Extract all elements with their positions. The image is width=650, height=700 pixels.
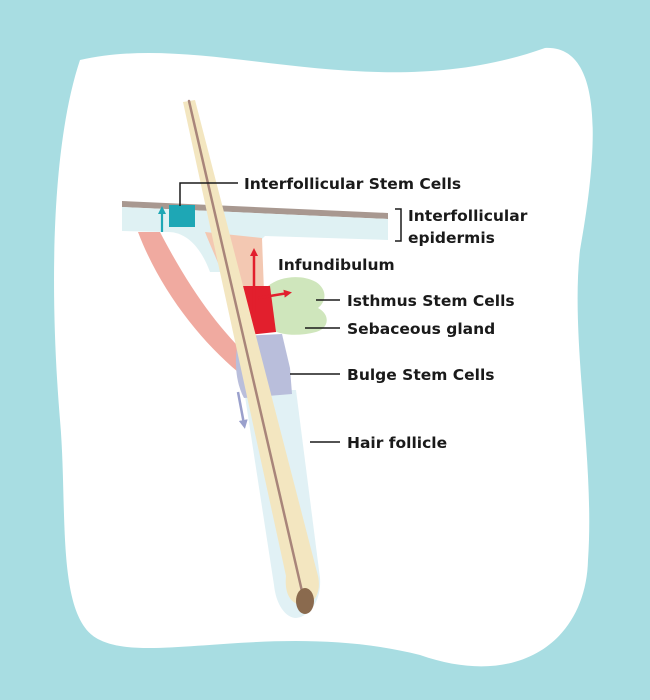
label-epidermis: epidermis (408, 229, 495, 247)
dermal-papilla (296, 588, 314, 614)
hair-core (187, 99, 306, 602)
lavender-down-arrow (236, 391, 248, 429)
label-infundibulum: Infundibulum (278, 256, 395, 274)
background-panel (54, 47, 593, 667)
label-isthmus-stem-cells: Isthmus Stem Cells (347, 292, 515, 310)
sebaceous-gland (264, 277, 327, 335)
label-hair-follicle: Hair follicle (347, 434, 447, 452)
label-interfollicular: Interfollicular (408, 207, 528, 225)
interfollicular-stem-cells-block (169, 205, 195, 227)
leader-interfollicular-stem-cells (179, 182, 238, 206)
label-interfollicular-stem-cells: Interfollicular Stem Cells (244, 175, 461, 193)
epidermis-bracket (395, 208, 402, 242)
label-sebaceous-gland: Sebaceous gland (347, 320, 495, 338)
arrector-pili-muscle (138, 232, 250, 372)
red-right-arrow (257, 289, 292, 300)
label-bulge-stem-cells: Bulge Stem Cells (347, 366, 495, 384)
